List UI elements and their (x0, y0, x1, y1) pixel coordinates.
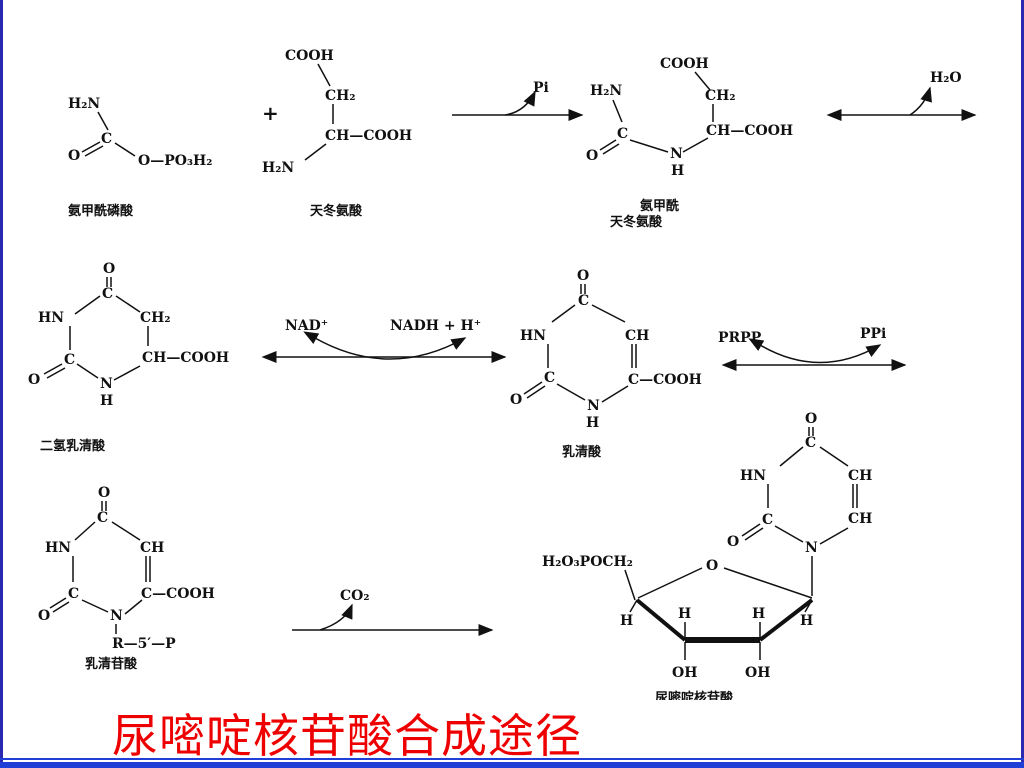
co2-label: CO₂ (340, 588, 369, 604)
h2o-label: H₂O (930, 70, 962, 86)
ump-name: 尿嘧啶核苷酸 (655, 690, 734, 700)
ump-ch-2: CH (848, 511, 872, 527)
omp-o-bottom: O (38, 608, 50, 624)
omp-c-top: C (97, 510, 108, 526)
left-border (0, 0, 3, 768)
ump-ch-1: CH (848, 468, 872, 484)
ump-h-4: H (800, 613, 813, 629)
oro-o-bottom: O (510, 392, 522, 408)
oro-o: O (577, 268, 589, 284)
nad-label: NAD⁺ (285, 318, 328, 334)
arrow-prpp: PRPP PPi (718, 326, 907, 371)
dho-c-top: C (102, 286, 113, 302)
cp-opo3: O—PO₃H₂ (138, 153, 212, 169)
ca-ch2: CH₂ (705, 88, 736, 104)
dihydroorotate: O C HN CH₂ C CH—COOH O N H 二氢乳清酸 (28, 261, 229, 454)
oro-ccooh: C—COOH (628, 372, 702, 388)
dho-o-bottom: O (28, 372, 40, 388)
arrow-co2: CO₂ (292, 588, 494, 636)
arrow-nad: NAD⁺ NADH + H⁺ (261, 318, 507, 363)
dho-c-bottom: C (64, 352, 75, 368)
carbamoyl-phosphate: H₂N C O O—PO₃H₂ 氨甲酰磷酸 (67, 96, 212, 219)
ca-ch: CH—COOH (706, 123, 793, 139)
asp-ch: CH—COOH (325, 128, 412, 144)
oro-c-top: C (578, 293, 589, 309)
dho-hn: HN (38, 310, 64, 326)
dho-n: N (100, 376, 113, 392)
oro-h: H (586, 415, 599, 431)
asp-name: 天冬氨酸 (310, 203, 363, 219)
dho-h: H (100, 393, 113, 409)
plus-sign: + (262, 101, 279, 125)
ca-name-2: 天冬氨酸 (610, 214, 663, 230)
oro-c-bottom: C (544, 370, 555, 386)
omp-o: O (98, 485, 110, 501)
pi-label: Pi (533, 80, 549, 96)
ca-h: H (671, 163, 684, 179)
omp-ccooh: C—COOH (141, 586, 215, 602)
right-border (1021, 0, 1024, 768)
omp: O C HN CH C C—COOH O N R—5′—P 乳清苷酸 (38, 485, 215, 672)
ca-n: N (670, 146, 683, 162)
ump-h-1: H (620, 613, 633, 629)
omp-ch: CH (140, 540, 164, 556)
ca-o: O (586, 148, 598, 164)
ump-phosphate: H₂O₃POCH₂ (542, 554, 633, 570)
bottom-border (0, 762, 1024, 768)
cp-c: C (101, 131, 112, 147)
dho-ch2: CH₂ (140, 310, 171, 326)
dho-ch: CH—COOH (142, 350, 229, 366)
ump-h-3: H (752, 606, 765, 622)
nadh-label: NADH + H⁺ (390, 318, 481, 334)
pathway-diagram: H₂N C O O—PO₃H₂ 氨甲酰磷酸 + COOH CH₂ CH—COOH… (28, 48, 977, 700)
asp-h2n: H₂N (262, 160, 294, 176)
ca-name-1: 氨甲酰 (639, 198, 679, 214)
ump-hn: HN (740, 468, 766, 484)
omp-r: R—5′—P (112, 636, 176, 652)
cp-o: O (68, 148, 80, 164)
ca-h2n: H₂N (590, 83, 622, 99)
oro-name: 乳清酸 (562, 444, 602, 460)
ppi-label: PPi (860, 326, 886, 342)
omp-n: N (110, 608, 123, 624)
ca-c: C (617, 126, 628, 142)
cp-name: 氨甲酰磷酸 (67, 203, 134, 219)
ca-cooh-top: COOH (660, 56, 709, 72)
ump-c-top: C (805, 435, 816, 451)
asp-ch2: CH₂ (325, 88, 356, 104)
oro-ch: CH (625, 328, 649, 344)
ump-h-2: H (678, 606, 691, 622)
aspartate: COOH CH₂ CH—COOH H₂N 天冬氨酸 (262, 48, 412, 219)
ump-o: O (805, 411, 817, 427)
ump: O C HN CH C CH O N H₂O₃POCH₂ O (542, 411, 872, 700)
ump-n: N (805, 540, 818, 556)
oro-hn: HN (520, 328, 546, 344)
bottom-border-thin (0, 758, 1024, 760)
asp-cooh-top: COOH (285, 48, 334, 64)
omp-c-bottom: C (68, 586, 79, 602)
arrow-h2o: H₂O (826, 70, 977, 121)
omp-name: 乳清苷酸 (85, 656, 138, 672)
ump-oh-1: OH (672, 665, 697, 681)
orotate: O C HN CH C C—COOH O N H 乳清酸 (510, 268, 702, 460)
slide-title: 尿嘧啶核苷酸合成途径 (112, 709, 582, 763)
ump-ring-o: O (706, 558, 718, 574)
ump-c-bottom: C (762, 512, 773, 528)
cp-h2n: H₂N (68, 96, 100, 112)
ump-oh-2: OH (745, 665, 770, 681)
dho-o: O (103, 261, 115, 277)
dho-name: 二氢乳清酸 (40, 438, 106, 454)
arrow-pi: Pi (452, 80, 584, 121)
omp-hn: HN (45, 540, 71, 556)
ump-o-bottom: O (727, 534, 739, 550)
carbamoyl-aspartate: COOH H₂N CH₂ C CH—COOH O N H 氨甲酰 天冬氨酸 (586, 56, 793, 230)
oro-n: N (587, 398, 600, 414)
prpp-label: PRPP (718, 330, 762, 346)
